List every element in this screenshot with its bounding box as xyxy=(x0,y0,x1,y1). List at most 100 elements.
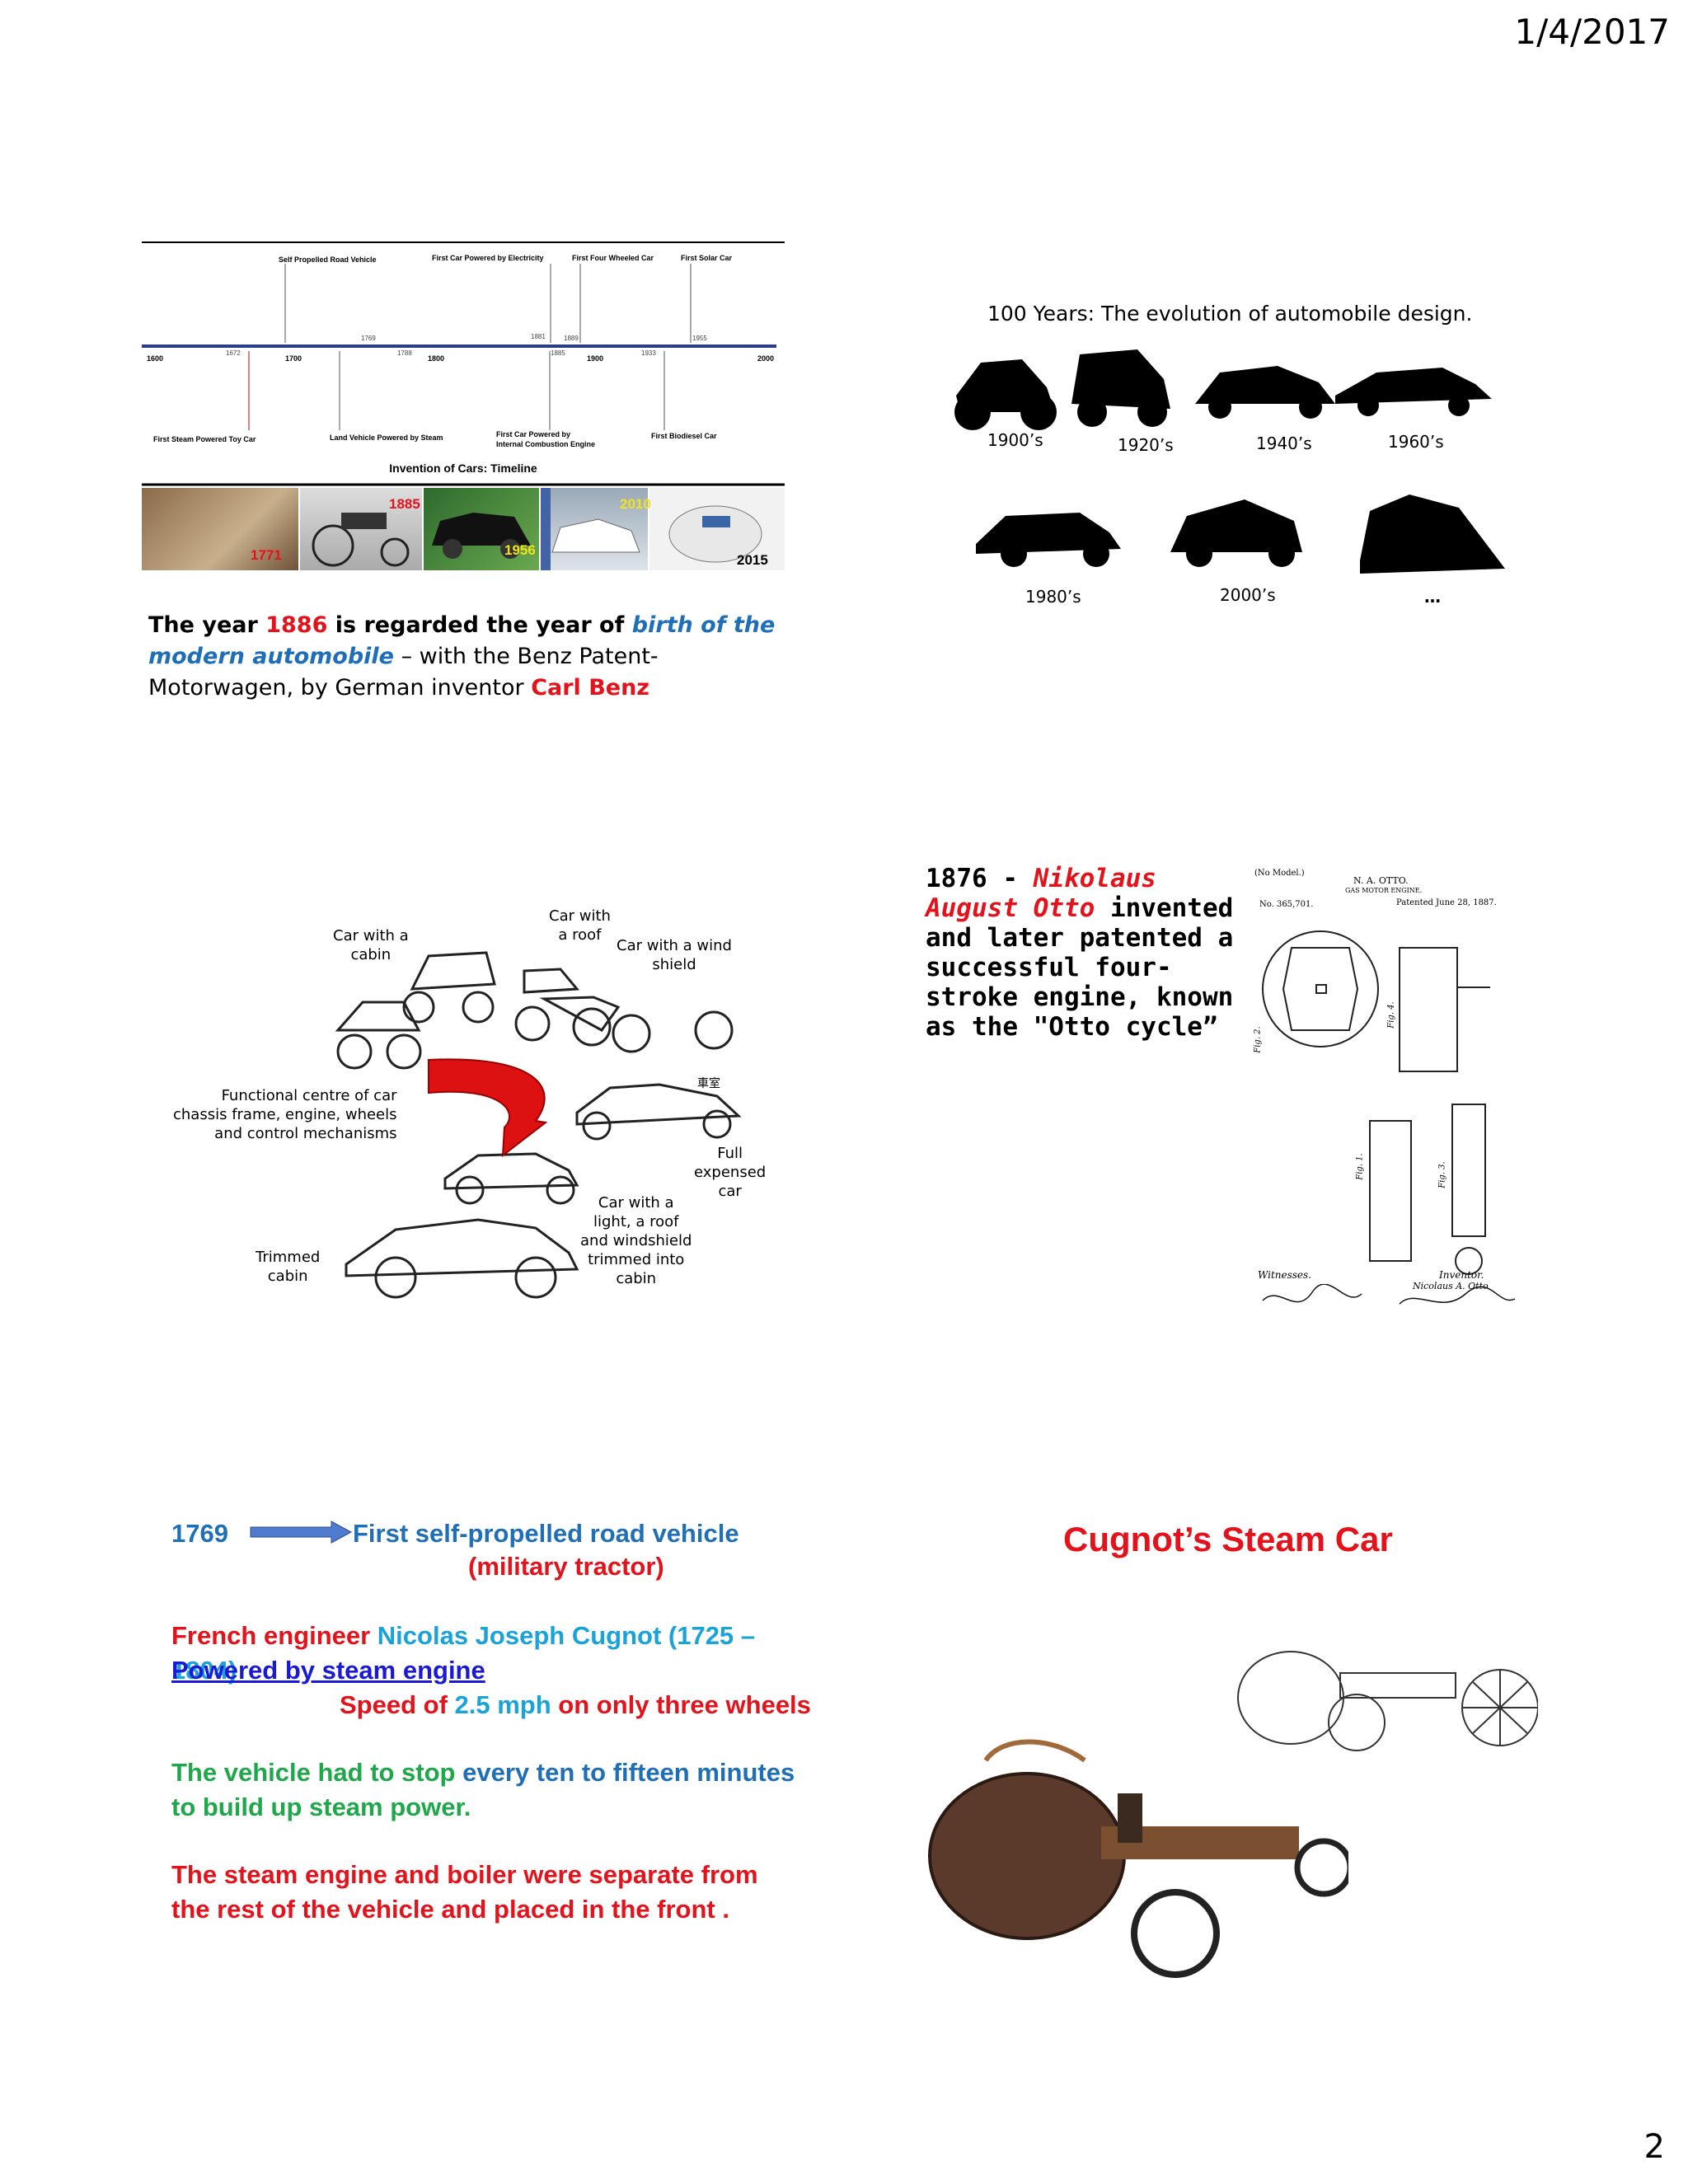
photo-year-1771: 1771 xyxy=(251,547,282,563)
first-vehicle: First self-propelled road vehicle xyxy=(353,1519,739,1548)
photo-year-2010: 2010 xyxy=(620,496,651,512)
patent-drawing xyxy=(1262,930,1490,1275)
label-functional-centre: Functional centre of car chassis frame, … xyxy=(173,1087,397,1142)
photo-year-2015: 2015 xyxy=(737,552,768,568)
evolution-title: 100 Years: The evolution of automobile d… xyxy=(987,302,1473,326)
timeline-event: First Four Wheeled Car xyxy=(572,254,654,262)
timeline-year: 1885 xyxy=(551,349,565,357)
patent-model: (No Model.) xyxy=(1254,869,1305,878)
otto-patent: (No Model.) N. A. OTTO. GAS MOTOR ENGINE… xyxy=(1254,865,1518,1319)
timeline-year: 1788 xyxy=(397,349,412,357)
patent-inventor-head: N. A. OTTO. xyxy=(1353,875,1409,886)
timeline-title: Invention of Cars: Timeline xyxy=(389,462,537,475)
axis-label: 1600 xyxy=(147,354,164,363)
caption-birth: birth of the modern automobile xyxy=(148,612,776,669)
timeline-graphic xyxy=(142,241,785,486)
stop-interval: every ten to fifteen minutes xyxy=(462,1758,795,1787)
timeline-event: Self Propelled Road Vehicle xyxy=(279,255,377,264)
benz-photo xyxy=(300,488,422,570)
timeline-event: First Car Powered by Electricity xyxy=(432,254,544,262)
powered-link[interactable]: Powered by steam engine xyxy=(171,1656,485,1685)
caption-part: – with the Benz Patent-Motorwagen, by Ge… xyxy=(148,644,659,701)
french-engineer: French engineer xyxy=(171,1621,377,1650)
decade-label: 1900’s xyxy=(987,430,1043,450)
decade-label: 2000’s xyxy=(1220,585,1276,605)
decade-label: 1920’s xyxy=(1118,435,1174,455)
timeline-year: 1955 xyxy=(692,335,707,342)
google-car-photo xyxy=(649,488,785,570)
otto-caption: 1876 - Nikolaus August Otto invented and… xyxy=(926,864,1255,1042)
page-number: 2 xyxy=(1643,2128,1665,2166)
benz-caption: The year 1886 is regarded the year of bi… xyxy=(148,610,791,704)
photo-year-1956: 1956 xyxy=(504,542,536,558)
white-car-icon xyxy=(541,488,640,570)
speed-line: Speed of 2.5 mph on only three wheels xyxy=(340,1688,811,1722)
date: 1/4/2017 xyxy=(1514,12,1670,52)
patent-inventor: Inventor. xyxy=(1439,1269,1484,1281)
caption-year: 1886 xyxy=(265,612,328,638)
axis-label: 2000 xyxy=(757,354,775,363)
axis-label: 1900 xyxy=(587,354,604,363)
timeline: Self Propelled Road Vehicle First Car Po… xyxy=(142,241,785,488)
patent-inventor-name: Nicolaus A. Otto xyxy=(1413,1281,1489,1291)
military-tractor: (military tractor) xyxy=(468,1552,664,1581)
stop-text: The vehicle had to stop every ten to fif… xyxy=(171,1755,798,1825)
timeline-event: First Biodiesel Car xyxy=(651,432,717,440)
decade-label: 1940’s xyxy=(1256,434,1312,453)
otto-rest: invented and later patented a successful… xyxy=(926,893,1234,1042)
otto-year: 1876 - xyxy=(926,864,1034,893)
engine-separate-text: The steam engine and boiler were separat… xyxy=(171,1860,758,1924)
axis-label: 1672 xyxy=(226,349,241,357)
photo-strip: 1771 1885 1956 2010 2015 xyxy=(142,488,785,570)
patent-number: No. 365,701. xyxy=(1259,900,1314,909)
cugnot-photo xyxy=(142,488,298,570)
timeline-year: 1881 xyxy=(531,333,546,340)
label-light-roof: Car with a light, a roof and windshield … xyxy=(580,1194,692,1287)
speed-part: Speed of xyxy=(340,1690,455,1719)
timeline-event: First Steam Powered Toy Car xyxy=(153,435,256,443)
black-car-icon xyxy=(432,513,531,559)
steam-car-sketch xyxy=(1237,1651,1538,1751)
timeline-year: 1889 xyxy=(564,335,579,342)
citroen-photo xyxy=(424,488,539,570)
timeline-event: Land Vehicle Powered by Steam xyxy=(330,434,443,442)
stop-part: to build up steam power. xyxy=(171,1793,471,1821)
patent-date: Patented June 28, 1887. xyxy=(1396,898,1497,907)
cugnot-title: Cugnot’s Steam Car xyxy=(1063,1520,1393,1558)
self-driving-car-icon xyxy=(668,505,762,563)
leaf-photo xyxy=(541,488,648,570)
decade-label: 1980’s xyxy=(1025,587,1081,607)
label-roof: Car with a roof xyxy=(549,907,611,944)
speed-value: 2.5 mph xyxy=(454,1690,551,1719)
cugnot-year: 1769 xyxy=(171,1519,228,1548)
timeline-event: First Solar Car xyxy=(681,254,733,262)
car-structure-diagram xyxy=(335,951,742,1299)
arrow-icon xyxy=(250,1521,353,1544)
patent-fig2: Fig. 2. xyxy=(1253,1026,1263,1053)
patent-witnesses: Witnesses. xyxy=(1258,1269,1312,1281)
decade-label: 1960’s xyxy=(1388,432,1444,452)
patent-fig3: Fig. 3. xyxy=(1437,1161,1447,1188)
label-cabin: Car with a cabin xyxy=(333,927,409,963)
stop-part: The vehicle had to stop xyxy=(171,1758,463,1787)
patent-subject: GAS MOTOR ENGINE. xyxy=(1345,887,1423,894)
caption-part: The year xyxy=(148,612,266,638)
steam-car-photo xyxy=(928,1739,1348,1978)
label-windshield: Car with a wind shield xyxy=(617,937,732,973)
axis-label: 1800 xyxy=(428,354,445,363)
benz-car-icon xyxy=(312,513,410,567)
timeline-event: First Car Powered by xyxy=(496,430,571,438)
patent-signatures xyxy=(1262,1284,1516,1305)
timeline-year: 1933 xyxy=(641,349,656,357)
timeline-year: 1769 xyxy=(361,335,376,342)
patent-fig1: Fig. 1. xyxy=(1355,1153,1365,1180)
label-trimmed: Trimmed cabin xyxy=(256,1249,321,1285)
label-full-car: Full expensed car xyxy=(694,1145,767,1200)
car-silhouettes xyxy=(954,349,1505,574)
photo-year-1885: 1885 xyxy=(389,496,420,512)
otto-name: Nikolaus August Otto xyxy=(926,864,1156,923)
cugnot-engineer: French engineer Nicolas Joseph Cugnot (1… xyxy=(171,1619,798,1688)
caption-name: Carl Benz xyxy=(531,675,650,701)
caption-part: is regarded the year of xyxy=(327,612,632,638)
label-chinese: 車室 xyxy=(697,1077,720,1090)
